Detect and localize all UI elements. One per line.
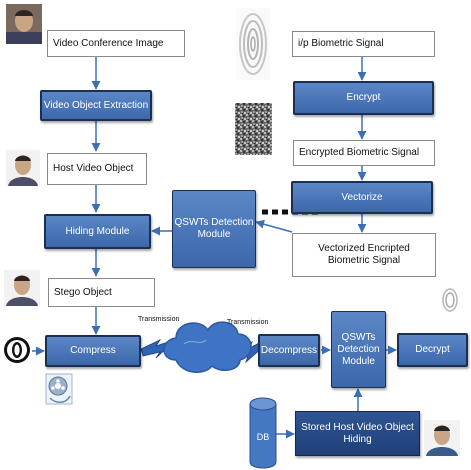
vectorized-biometric-signal-box: Vectorized Encripted Biometric Signal: [292, 233, 436, 277]
cipher-icon: [4, 337, 30, 363]
stored-host-video-object-hiding-box: Stored Host Video Object Hiding: [295, 411, 420, 456]
stego-object-box: Stego Object: [48, 278, 155, 307]
qswts-detection-left-label: QSWTs Detection Module: [173, 217, 255, 241]
vectorize-label: Vectorize: [341, 192, 382, 204]
noise-image: [235, 103, 272, 155]
decompress-label: Decompress: [261, 345, 317, 357]
ip-biometric-signal-label: i/p Biometric Signal: [298, 38, 384, 50]
video-conference-image-box: Video Conference Image: [47, 30, 185, 57]
person-photo-top: [6, 4, 42, 44]
cloud-icon: [164, 322, 251, 372]
qswts-detection-right-label: QSWTs Detection Module: [332, 332, 385, 368]
vectorized-biometric-signal-label: Vectorized Encripted Biometric Signal: [296, 243, 432, 267]
person-photo-stored: [424, 420, 460, 456]
host-video-object-box: Host Video Object: [47, 153, 147, 185]
encrypted-biometric-signal-box: Encrypted Biometric Signal: [293, 140, 435, 166]
person-photo-stego: [4, 270, 40, 306]
ip-biometric-signal-box: i/p Biometric Signal: [292, 31, 435, 57]
host-video-object-label: Host Video Object: [53, 163, 133, 175]
compress-box: Compress: [45, 335, 141, 367]
qswts-detection-module-right: QSWTs Detection Module: [331, 311, 386, 388]
decrypt-label: Decrypt: [415, 344, 449, 356]
arrow-vectorized-to-detection: [256, 222, 292, 232]
video-object-extraction-label: Video Object Extraction: [44, 100, 148, 112]
fingerprint-small-image: [443, 289, 457, 311]
vectorize-box: Vectorize: [291, 181, 433, 214]
compress-label: Compress: [70, 345, 116, 357]
qswts-detection-module-left: QSWTs Detection Module: [172, 190, 256, 268]
db-label-box: DB: [250, 430, 276, 444]
hiding-module-label: Hiding Module: [66, 226, 130, 238]
encrypt-label: Encrypt: [347, 92, 381, 104]
transmission-label-right: Transmission: [227, 319, 268, 326]
stored-host-label: Stored Host Video Object Hiding: [296, 422, 419, 446]
video-conference-image-label: Video Conference Image: [53, 38, 163, 50]
decompress-box: Decompress: [258, 334, 320, 367]
person-photo-host: [6, 150, 40, 186]
decrypt-box: Decrypt: [397, 333, 468, 367]
db-label: DB: [257, 431, 270, 443]
stego-object-label: Stego Object: [54, 287, 112, 299]
fingerprint-image: [236, 8, 270, 80]
encrypt-box: Encrypt: [293, 81, 434, 115]
transmission-label-left: Transmission: [138, 316, 179, 323]
hiding-module-box: Hiding Module: [44, 214, 151, 249]
film-reel-icon: [46, 374, 72, 404]
video-object-extraction-box: Video Object Extraction: [40, 90, 152, 121]
encrypted-biometric-signal-label: Encrypted Biometric Signal: [299, 147, 419, 159]
